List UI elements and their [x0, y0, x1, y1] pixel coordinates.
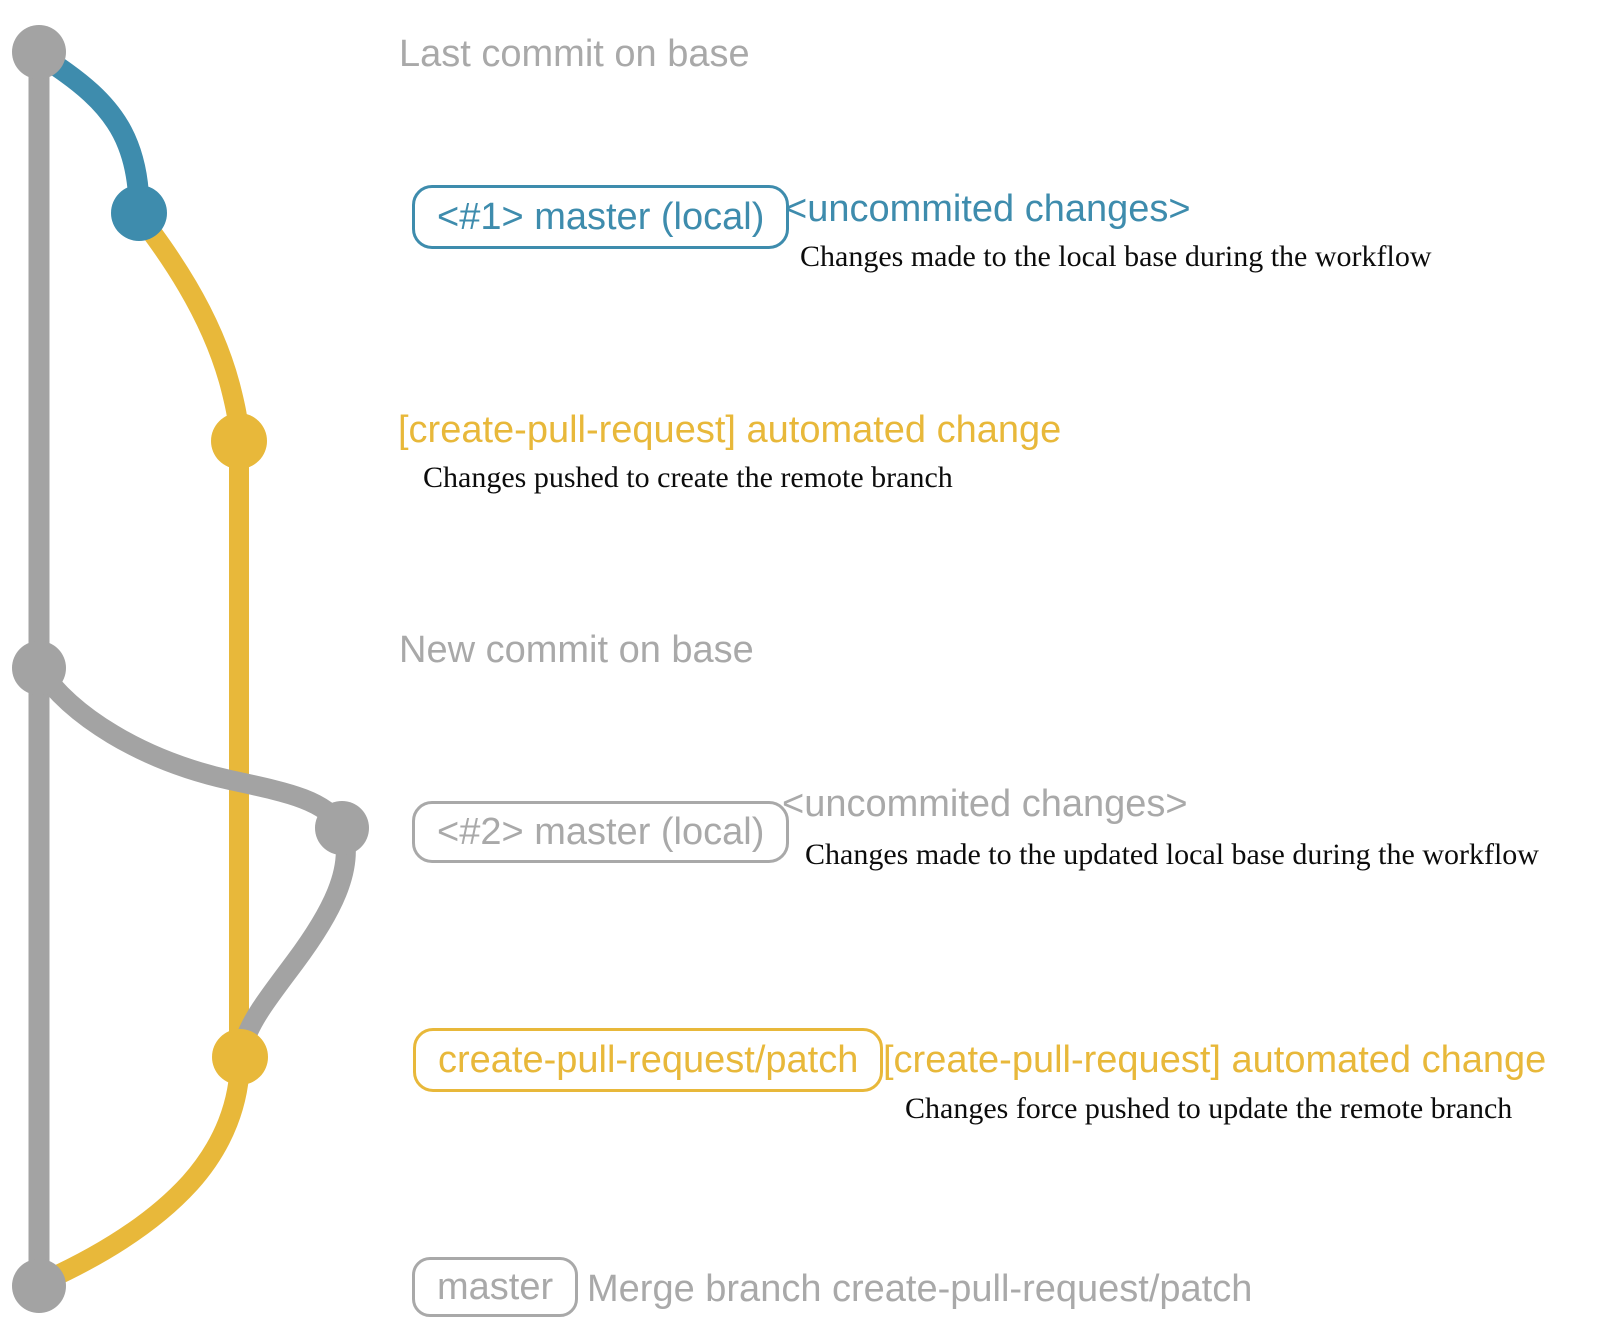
branch-badge-create-pull-request-patch: create-pull-request/patch: [413, 1028, 884, 1092]
push2-message: [create-pull-request] automated change: [883, 1039, 1547, 1081]
push1-message: [create-pull-request] automated change: [398, 409, 1062, 451]
commit-dot-base-2: [12, 641, 66, 695]
commit-dot-merge: [12, 1259, 66, 1313]
commit1-description: Changes made to the local base during th…: [800, 240, 1432, 273]
commit-dot-local-2: [315, 801, 369, 855]
commit-dot-local-1: [111, 185, 167, 241]
last-commit-label: Last commit on base: [399, 33, 750, 75]
push1-description: Changes pushed to create the remote bran…: [423, 461, 953, 494]
merge-commit-message: Merge branch create-pull-request/patch: [587, 1268, 1253, 1310]
commit-dot-remote-1: [211, 413, 267, 469]
commit-dot-remote-2: [212, 1029, 268, 1085]
commit2-message: <uncommited changes>: [782, 783, 1188, 825]
merge-curve: [37, 1048, 250, 1290]
commit2-description: Changes made to the updated local base d…: [805, 838, 1539, 871]
remote-branch-line: [129, 205, 249, 1065]
branch-badge-master: master: [412, 1257, 579, 1317]
git-graph: [12, 25, 369, 1313]
local-branch-curve-1: [29, 44, 150, 221]
local-branch-curve-2: [29, 658, 356, 1050]
branch-badge-master-local-2: <#2> master (local): [412, 801, 790, 863]
commit1-message: <uncommited changes>: [785, 188, 1191, 230]
commit-dot-base-1: [12, 25, 66, 79]
new-commit-label: New commit on base: [399, 629, 754, 671]
branch-badge-master-local-1: <#1> master (local): [412, 185, 790, 249]
push2-description: Changes force pushed to update the remot…: [905, 1092, 1513, 1125]
